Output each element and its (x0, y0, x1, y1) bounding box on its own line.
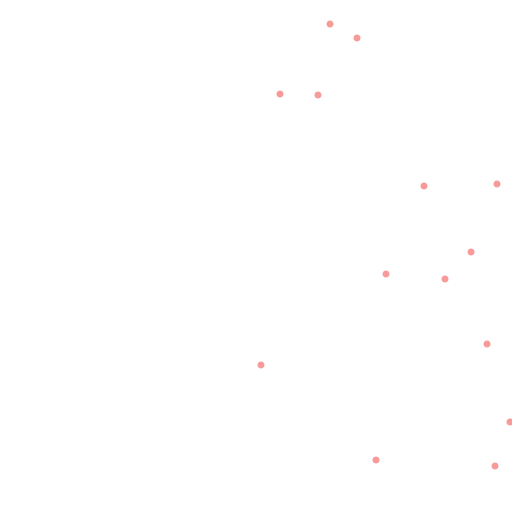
data-point-10 (483, 340, 491, 348)
data-point-9 (441, 275, 449, 283)
data-point-11 (257, 361, 265, 369)
data-point-2 (353, 34, 361, 42)
data-point-6 (493, 180, 501, 188)
data-point-13 (372, 456, 380, 464)
data-point-4 (314, 91, 322, 99)
data-point-1 (326, 20, 334, 28)
data-point-8 (382, 270, 390, 278)
data-point-14 (491, 462, 499, 470)
data-point-5 (420, 182, 428, 190)
data-point-3 (276, 90, 284, 98)
data-point-12 (506, 418, 512, 426)
data-point-7 (467, 248, 475, 256)
